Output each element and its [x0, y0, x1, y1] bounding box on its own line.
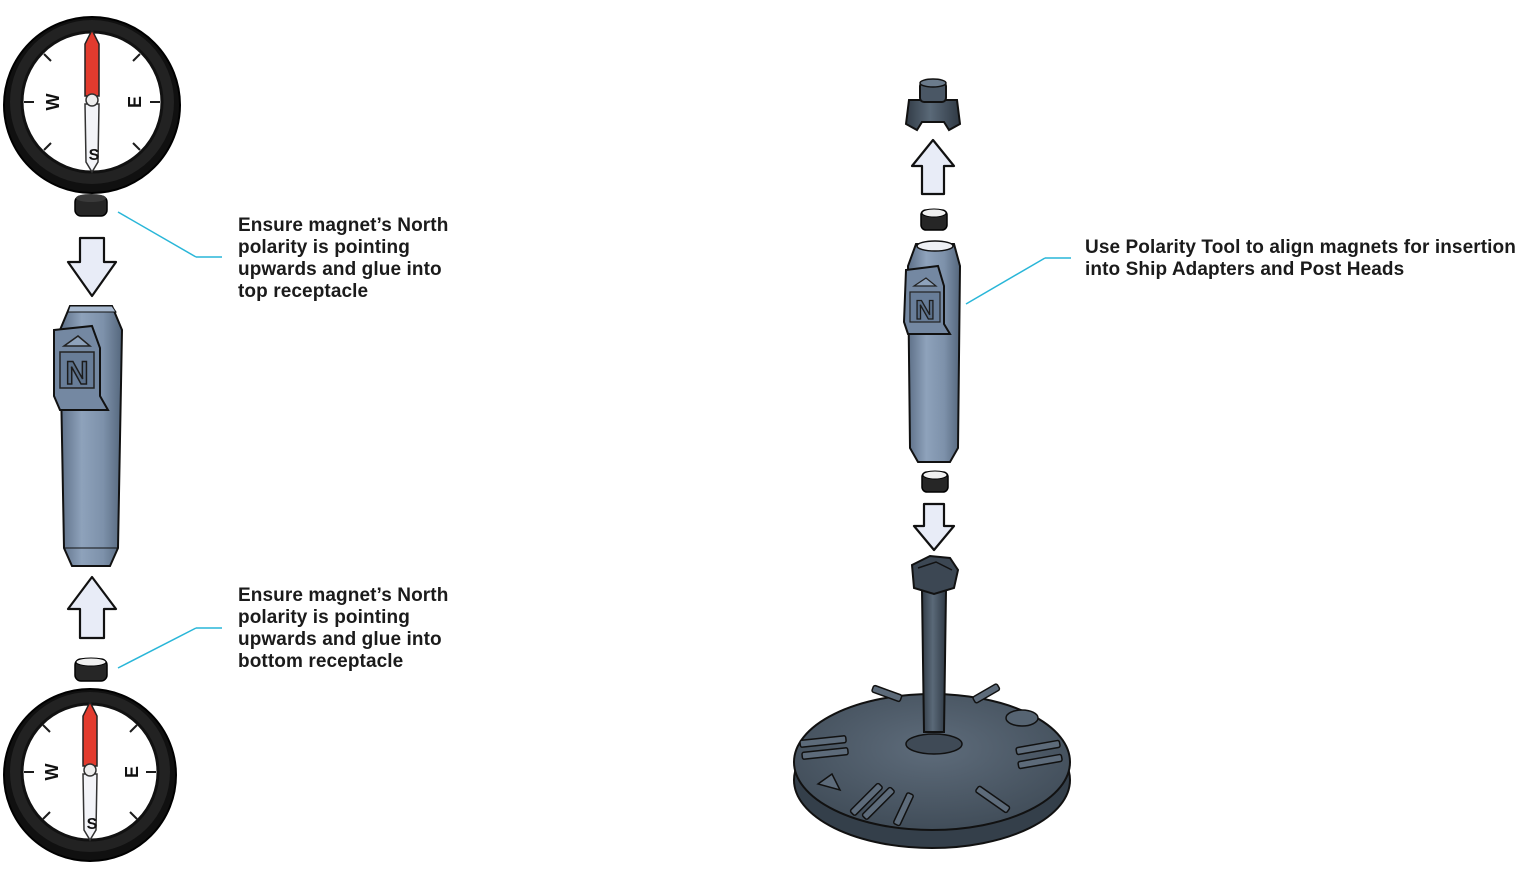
arrow-down-icon	[66, 236, 118, 298]
arrow-down-icon	[912, 502, 956, 552]
callout-line: Ensure magnet’s North	[238, 585, 449, 606]
leader-line-right	[965, 257, 1046, 305]
compass-icon: W E S	[3, 688, 177, 862]
magnet-icon	[920, 208, 948, 231]
compass-icon: W E S	[3, 16, 181, 194]
compass-west-label: W	[42, 764, 62, 781]
callout-line: top receptacle	[238, 281, 369, 302]
callout-line: Use Polarity Tool to align magnets for i…	[1085, 237, 1516, 258]
callout-bottom-receptacle: Ensure magnet’s North polarity is pointi…	[238, 585, 498, 673]
compass-south-label: S	[89, 147, 100, 164]
callout-line: polarity is pointing	[238, 607, 410, 628]
callout-line: polarity is pointing	[238, 237, 410, 258]
leader-line-top	[117, 211, 197, 258]
magnet-icon	[74, 657, 108, 682]
polarity-tool-icon: N	[53, 305, 124, 567]
compass-east-label: E	[122, 766, 142, 778]
callout-line: bottom receptacle	[238, 651, 404, 672]
callout-line: Ensure magnet’s North	[238, 215, 449, 236]
compass-east-label: E	[125, 96, 145, 108]
tool-north-marking: N	[65, 355, 88, 391]
polarity-tool-icon: N	[902, 240, 962, 463]
magnet-icon	[74, 194, 108, 217]
leader-line-bottom	[117, 627, 197, 669]
arrow-up-icon	[910, 138, 956, 196]
compass-south-label: S	[87, 816, 98, 833]
compass-west-label: W	[43, 94, 63, 111]
arrow-up-icon	[66, 575, 118, 640]
flight-stand-icon	[793, 554, 1071, 849]
tool-north-marking: N	[915, 295, 935, 325]
callout-line: upwards and glue into	[238, 629, 442, 650]
ship-adapter-icon	[904, 78, 962, 132]
callout-top-receptacle: Ensure magnet’s North polarity is pointi…	[238, 215, 498, 303]
callout-line: into Ship Adapters and Post Heads	[1085, 259, 1405, 280]
callout-polarity-tool: Use Polarity Tool to align magnets for i…	[1085, 237, 1535, 281]
callout-line: upwards and glue into	[238, 259, 442, 280]
magnet-icon	[921, 470, 949, 493]
